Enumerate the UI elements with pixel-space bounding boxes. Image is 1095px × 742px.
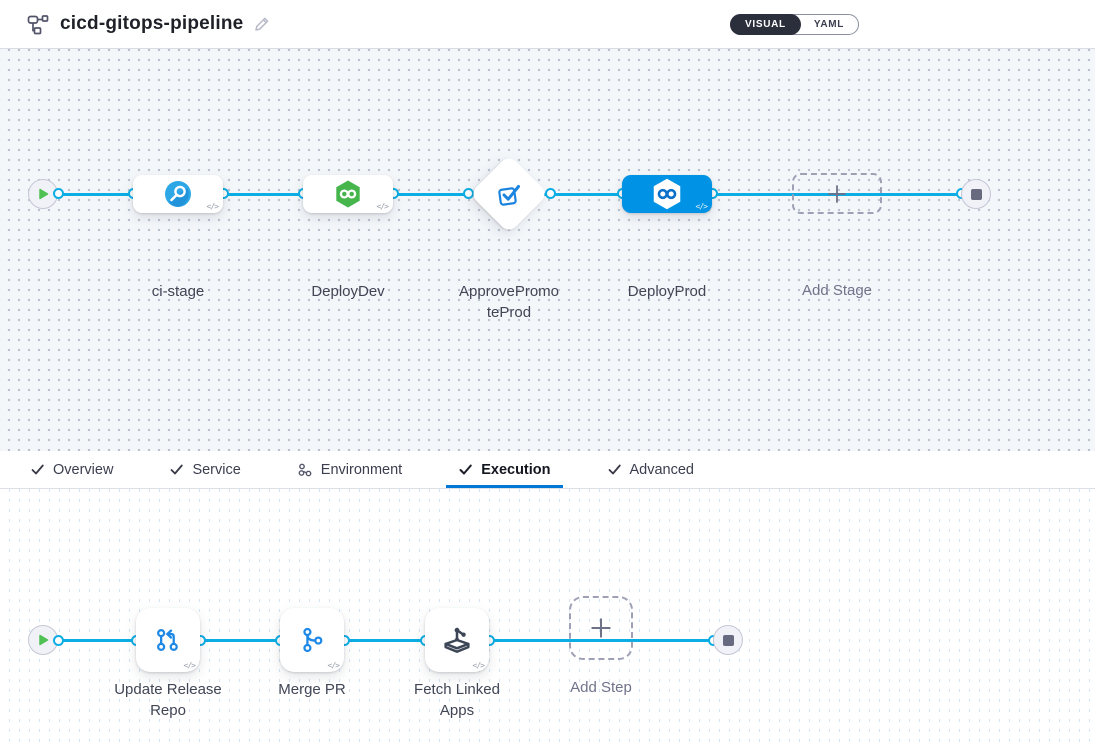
ci-build-icon (165, 181, 191, 207)
visual-yaml-toggle: VISUAL YAML (730, 14, 860, 35)
edit-pencil-icon[interactable] (253, 15, 271, 33)
merge-pr-icon (303, 627, 323, 653)
approval-icon (498, 185, 520, 206)
execution-step-canvas[interactable]: </> Update Release Repo </> Merge PR (0, 489, 1095, 742)
tab-label: Execution (481, 461, 551, 478)
check-icon (459, 464, 473, 475)
tab-label: Service (192, 461, 241, 478)
stage-node-ci-stage[interactable]: </> (133, 175, 223, 213)
environment-nodes-icon (298, 463, 312, 476)
code-toggle-icon[interactable]: </> (472, 661, 485, 670)
stop-icon (970, 188, 982, 200)
step-node-update-release-repo[interactable]: </> (136, 608, 200, 672)
pipeline-start-node (28, 179, 58, 209)
connector-dot[interactable] (52, 634, 64, 646)
play-icon (39, 188, 49, 200)
execution-end-node (713, 625, 743, 655)
code-toggle-icon[interactable]: </> (183, 661, 196, 670)
tab-label: Environment (320, 461, 403, 478)
step-flow-line (43, 638, 715, 642)
stage-config-tabs: Overview Service Environment Execution A… (0, 451, 1095, 489)
stage-label[interactable]: DeployProd (627, 283, 707, 300)
fetch-linked-apps-icon (444, 627, 470, 653)
cd-gitops-icon (336, 180, 360, 208)
tab-label: Overview (53, 461, 114, 478)
tab-label: Advanced (629, 461, 695, 478)
step-node-merge-pr[interactable]: </> (280, 608, 344, 672)
code-toggle-icon[interactable]: </> (376, 202, 389, 211)
plus-icon (591, 618, 611, 638)
tab-execution[interactable]: Execution (446, 451, 563, 488)
step-node-fetch-linked-apps[interactable]: </> (425, 608, 489, 672)
pipeline-header: cicd-gitops-pipeline VISUAL YAML (0, 0, 1095, 49)
stage-node-approvepromoteprod[interactable] (469, 154, 549, 234)
step-label[interactable]: Update Release Repo (114, 681, 222, 719)
stop-icon (722, 634, 734, 646)
check-icon (171, 464, 184, 475)
pipeline-end-node (961, 179, 991, 209)
stage-node-deployprod[interactable]: </> (622, 175, 712, 213)
connector-dot[interactable] (52, 188, 64, 199)
cd-gitops-icon (653, 178, 681, 210)
yaml-toggle-button[interactable]: YAML (800, 15, 858, 34)
update-release-repo-icon (157, 629, 178, 651)
add-stage-label[interactable]: Add Stage (801, 282, 873, 299)
code-toggle-icon[interactable]: </> (327, 661, 340, 670)
stage-canvas[interactable]: </> ci-stage </> DeployDev ApprovePromot… (0, 49, 1095, 451)
code-toggle-icon[interactable]: </> (695, 202, 708, 211)
code-toggle-icon[interactable]: </> (206, 202, 219, 211)
play-icon (39, 634, 49, 646)
stage-label[interactable]: ci-stage (151, 283, 205, 300)
tab-overview[interactable]: Overview (18, 451, 125, 488)
visual-toggle-button[interactable]: VISUAL (730, 14, 801, 35)
add-stage-button[interactable] (792, 173, 882, 214)
tab-environment[interactable]: Environment (285, 451, 414, 488)
add-step-button[interactable] (569, 596, 633, 660)
stage-label[interactable]: DeployDev (311, 283, 385, 300)
pipeline-title: cicd-gitops-pipeline (60, 13, 244, 34)
execution-start-node (28, 625, 58, 655)
add-step-label[interactable]: Add Step (570, 679, 632, 696)
tab-service[interactable]: Service (157, 451, 252, 488)
tab-advanced[interactable]: Advanced (595, 451, 707, 488)
step-label[interactable]: Fetch Linked Apps (414, 681, 500, 719)
stage-node-deploydev[interactable]: </> (303, 175, 393, 213)
connector-dot[interactable] (544, 188, 556, 199)
check-icon (608, 464, 621, 475)
step-label[interactable]: Merge PR (278, 681, 346, 698)
stage-label[interactable]: ApprovePromoteProd (458, 283, 560, 321)
check-icon (31, 464, 44, 475)
connector-dot[interactable] (462, 188, 474, 199)
pipeline-icon (26, 12, 50, 36)
plus-icon (828, 184, 846, 203)
